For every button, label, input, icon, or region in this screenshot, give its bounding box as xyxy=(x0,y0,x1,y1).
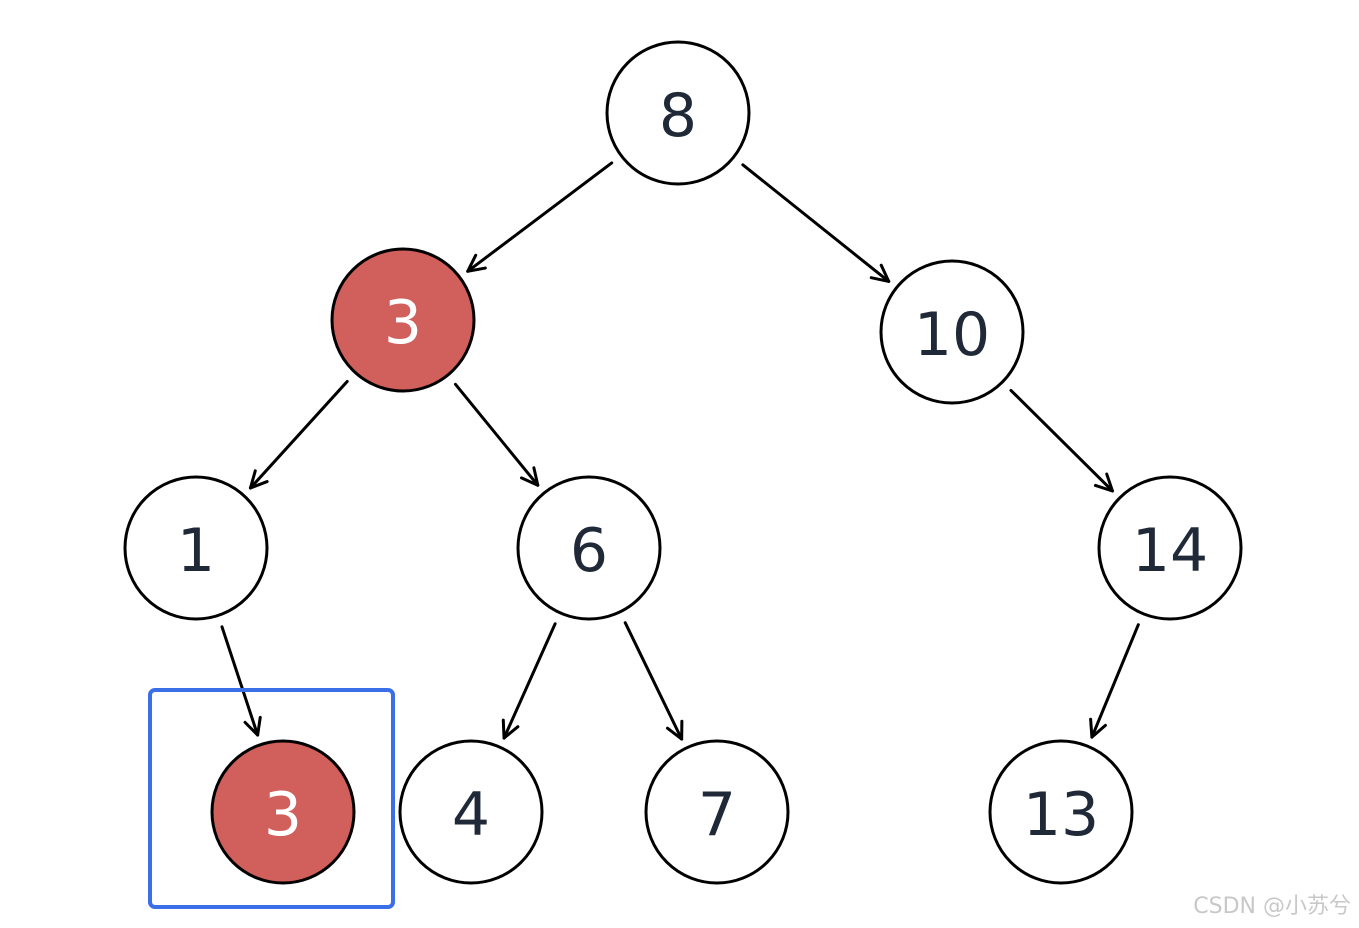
tree-node-n8: 8 xyxy=(605,40,751,186)
edge-n6-n4 xyxy=(501,622,557,740)
watermark: CSDN @小苏兮 xyxy=(1193,894,1351,919)
tree-node-n1: 1 xyxy=(123,475,269,621)
node-label: 8 xyxy=(659,81,697,151)
node-label: 4 xyxy=(452,780,490,850)
node-circle xyxy=(516,475,662,621)
nodes-layer: 8 3 10 1 6 14 3 4 7 13 xyxy=(123,40,1243,885)
node-label: 3 xyxy=(384,288,422,358)
node-circle xyxy=(398,739,544,885)
edge-n6-n7 xyxy=(623,621,684,741)
edge-n1-n3b xyxy=(220,625,262,737)
edges-layer xyxy=(220,161,1140,741)
node-label: 7 xyxy=(698,780,736,850)
tree-node-n3a: 3 xyxy=(330,247,476,393)
tree-node-n7: 7 xyxy=(644,739,790,885)
node-circle xyxy=(644,739,790,885)
tree-node-n14: 14 xyxy=(1097,475,1243,621)
node-label: 13 xyxy=(1023,780,1099,850)
node-label: 10 xyxy=(914,300,990,370)
edge-n8-n3a xyxy=(466,161,614,273)
selection-layer xyxy=(148,688,395,909)
node-label: 6 xyxy=(570,516,608,586)
edge-n14-n13 xyxy=(1089,623,1140,739)
node-circle xyxy=(1097,475,1243,621)
edge-n8-n10 xyxy=(741,163,891,283)
tree-node-n4: 4 xyxy=(398,739,544,885)
node-label: 3 xyxy=(264,780,302,850)
node-circle xyxy=(210,739,356,885)
edge-n10-n14 xyxy=(1009,388,1114,493)
node-label: 1 xyxy=(177,516,215,586)
node-circle xyxy=(123,475,269,621)
tree-node-n6: 6 xyxy=(516,475,662,621)
edge-n3a-n1 xyxy=(248,379,349,490)
selection-box xyxy=(148,688,395,909)
node-circle xyxy=(988,739,1134,885)
tree-node-n10: 10 xyxy=(879,259,1025,405)
node-label: 14 xyxy=(1132,516,1208,586)
edge-n3a-n6 xyxy=(453,382,540,487)
node-circle xyxy=(330,247,476,393)
tree-node-n13: 13 xyxy=(988,739,1134,885)
node-circle xyxy=(879,259,1025,405)
node-circle xyxy=(605,40,751,186)
tree-node-n3b: 3 xyxy=(210,739,356,885)
